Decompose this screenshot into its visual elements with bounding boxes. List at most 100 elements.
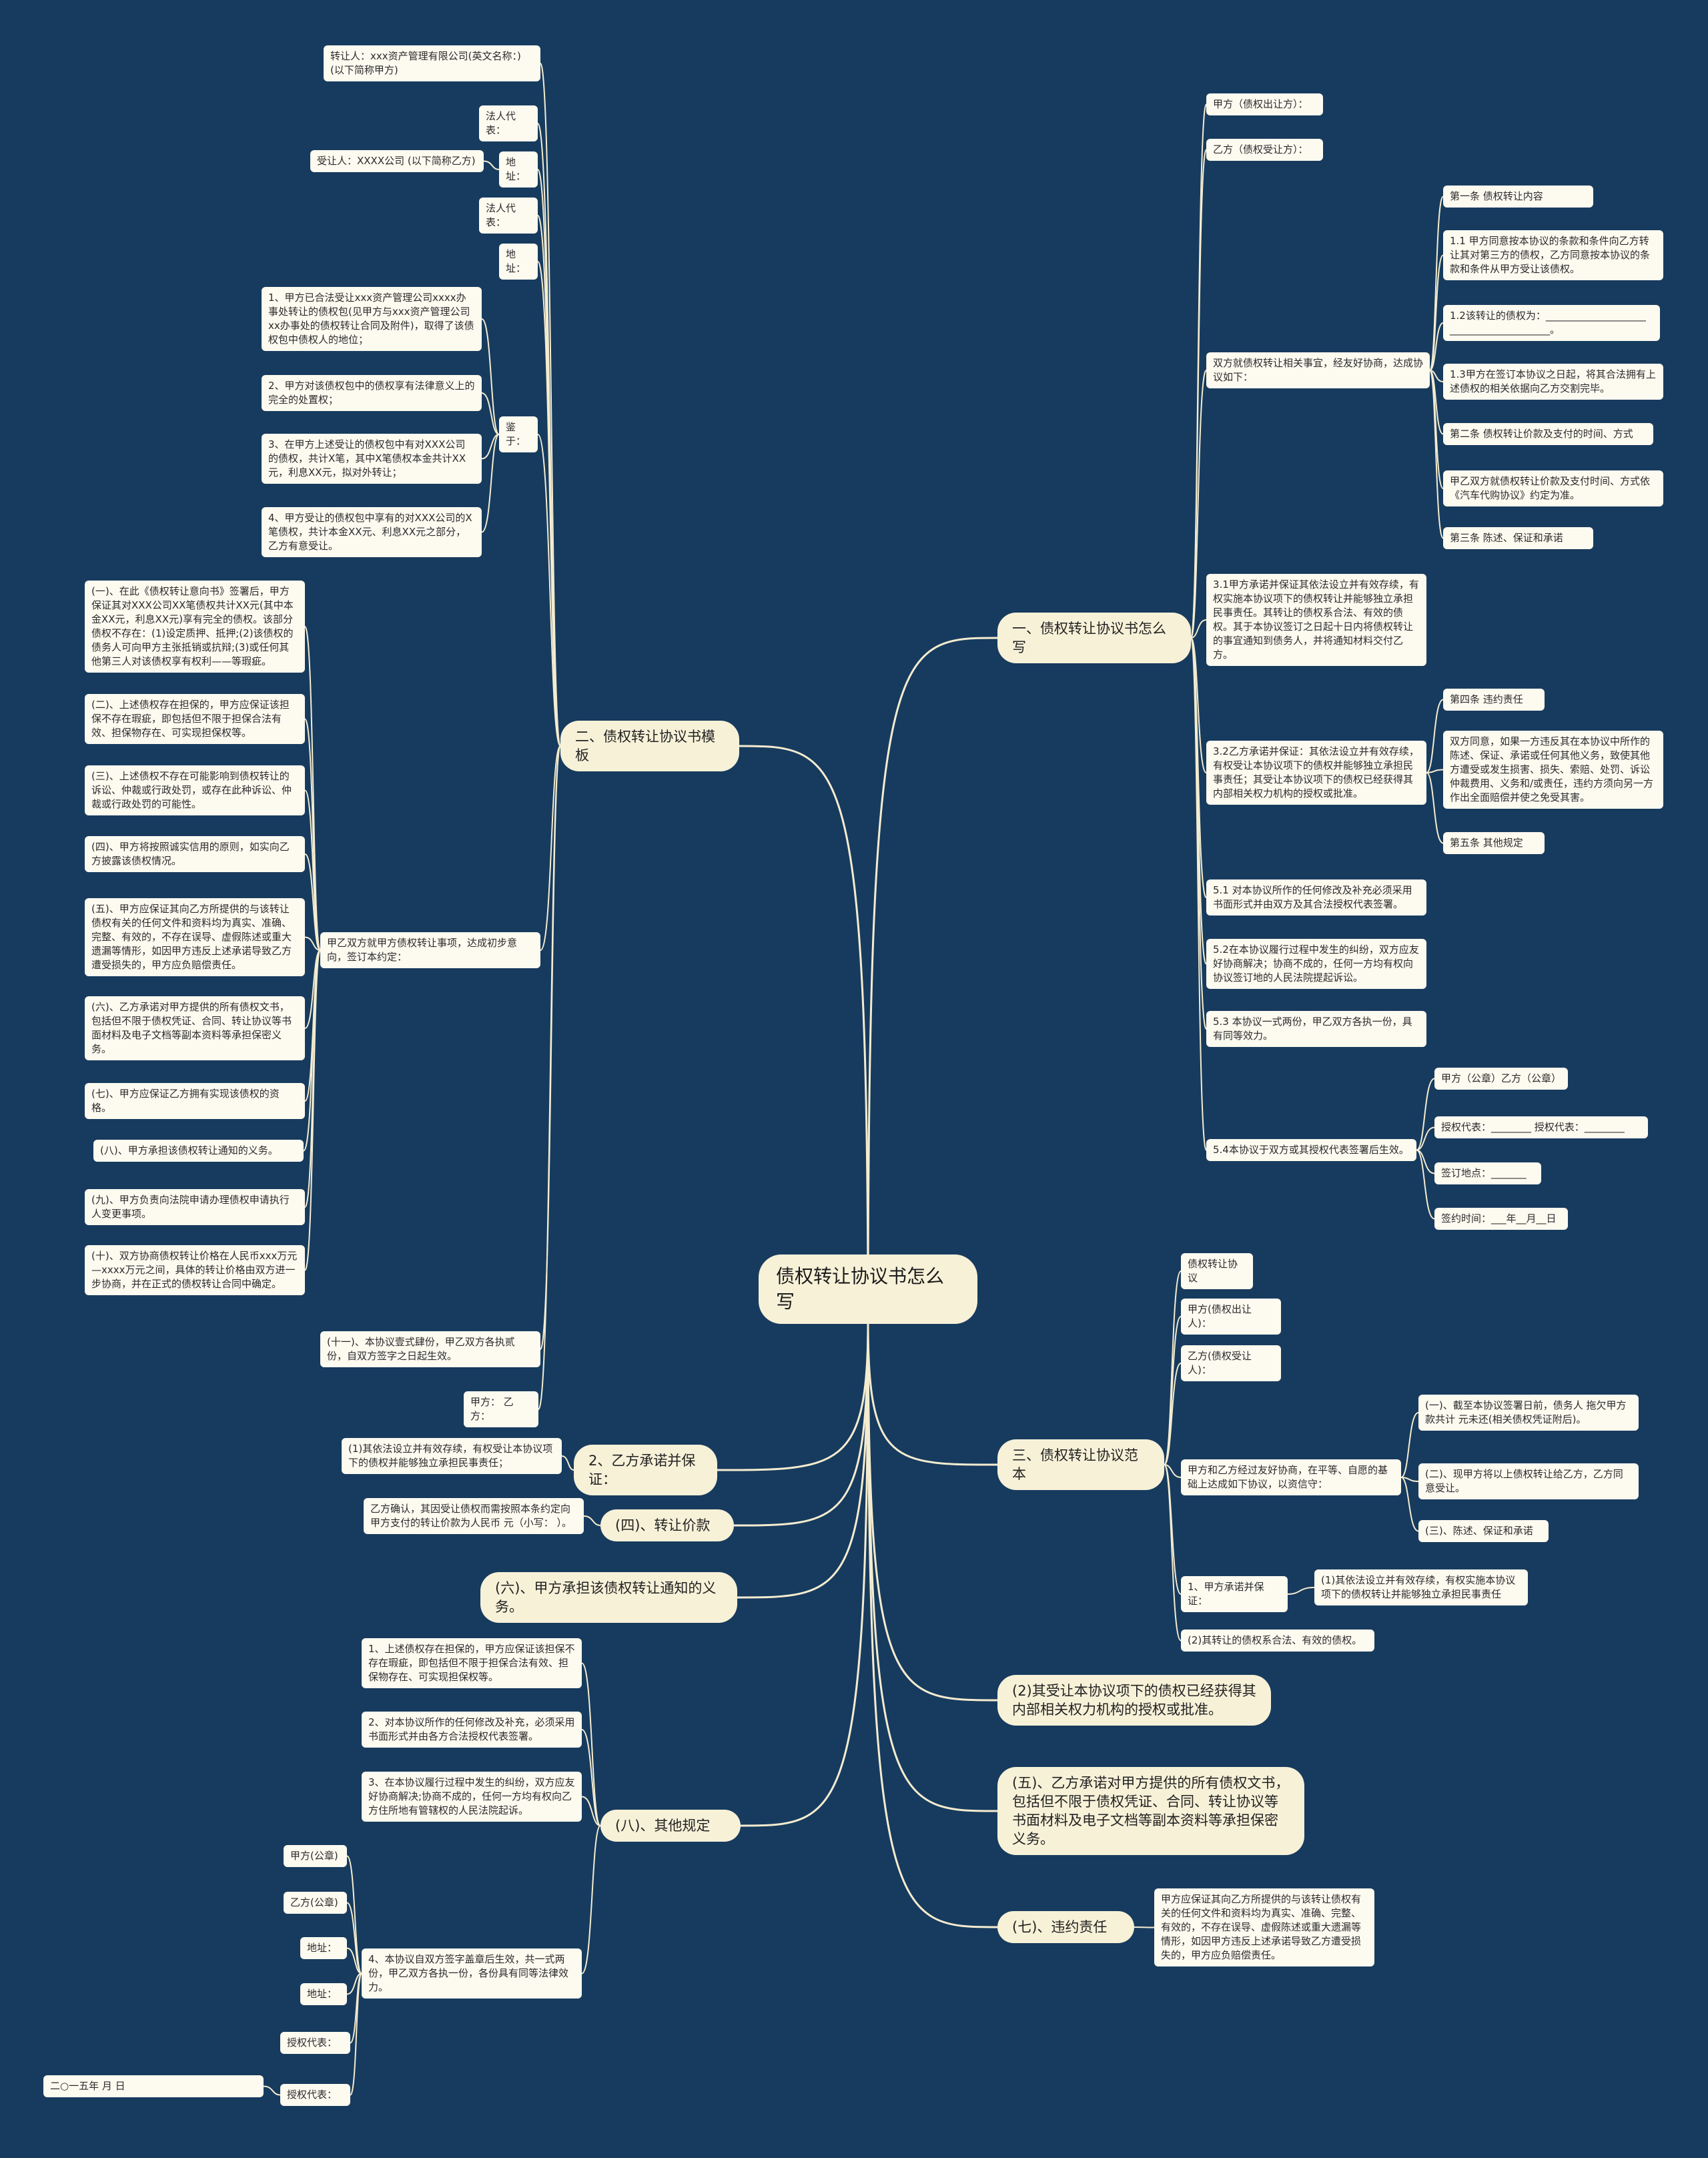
node-r1i3[interactable]: 签订地点：_______ <box>1434 1162 1541 1184</box>
connector-l2f3 <box>481 434 500 460</box>
node-r3c[interactable]: 乙方(债权受让人)： <box>1181 1345 1281 1381</box>
node-l2c1[interactable]: 受让人：XXXX公司 (以下简称乙方) <box>310 150 484 172</box>
node-r1d[interactable]: 3.1甲方承诺并保证其依法设立并有效存续，有权实施本协议项下的债权转让并能够独立… <box>1206 574 1426 666</box>
connector-lC <box>733 1323 869 1527</box>
node-l2c[interactable]: 地址： <box>499 151 538 188</box>
connector-l2g <box>540 745 561 951</box>
node-r1e1[interactable]: 第四条 违约责任 <box>1443 689 1545 711</box>
node-l2d[interactable]: 法人代表： <box>479 198 538 234</box>
node-lB1[interactable]: (1)其依法设立并有效存续，有权受让本协议项下的债权并能够独立承担民事责任； <box>342 1438 562 1474</box>
node-l2f2[interactable]: 2、甲方对该债权包中的债权享有法律意义上的完全的处置权； <box>262 375 482 411</box>
node-lE4f1[interactable]: 二○一五年 月 日 <box>43 2075 264 2097</box>
node-r3e1[interactable]: (1)其依法设立并有效存续，有权实施本协议项下的债权转让并能够独立承担民事责任 <box>1314 1569 1528 1605</box>
node-r3d[interactable]: 甲方和乙方经过友好协商，在平等、自愿的基础上达成如下协议，以资信守： <box>1181 1459 1401 1495</box>
connector-r1c <box>1190 370 1207 639</box>
node-r1c2[interactable]: 1.1 甲方同意按本协议的条款和条件向乙方转让其对第三方的债权，乙方同意按本协议… <box>1443 230 1663 280</box>
node-l2b[interactable]: 法人代表： <box>479 105 538 141</box>
node-r1i1[interactable]: 甲方（公章）乙方（公章） <box>1434 1068 1568 1090</box>
node-l2g2[interactable]: (二)、上述债权存在担保的，甲方应保证该担保不存在瑕疵，即包括但不限于担保合法有… <box>85 694 305 744</box>
node-r1c5[interactable]: 第二条 债权转让价款及支付的时间、方式 <box>1443 423 1653 445</box>
node-l2e[interactable]: 地址： <box>499 244 538 280</box>
connector-lE4b <box>346 1902 362 1974</box>
node-r1i4[interactable]: 签约时间：___年__月__日 <box>1434 1208 1568 1230</box>
node-rA[interactable]: (2)其受让本协议项下的债权已经获得其内部相关权力机构的授权或批准。 <box>997 1675 1271 1726</box>
node-r1[interactable]: 一、债权转让协议书怎么写 <box>997 613 1191 663</box>
node-r1c7[interactable]: 第三条 陈述、保证和承诺 <box>1443 527 1593 549</box>
node-l2g3[interactable]: (三)、上述债权不存在可能影响到债权转让的诉讼、仲裁或行政处罚，或存在此种诉讼、… <box>85 765 305 815</box>
node-l2g4[interactable]: (四)、甲方将按照诚实信用的原则，如实向乙方披露该债权情况。 <box>85 836 305 872</box>
connector-r1c2 <box>1429 254 1444 371</box>
node-r3[interactable]: 三、债权转让协议范本 <box>997 1439 1164 1490</box>
node-r3d1[interactable]: (一)、截至本协议签署日前，债务人 拖欠甲方 款共计 元未还(相关债权凭证附后)… <box>1418 1395 1639 1431</box>
node-r3d3[interactable]: (三)、陈述、保证和承诺 <box>1418 1520 1549 1542</box>
node-l2g5[interactable]: (五)、甲方应保证其向乙方所提供的与该转让债权有关的任何文件和资料均为真实、准确… <box>85 898 305 976</box>
node-r1g[interactable]: 5.2在本协议履行过程中发生的纠纷，双方应友好协商解决；协商不成的，任何一方均有… <box>1206 939 1426 989</box>
node-r1i2[interactable]: 授权代表：________ 授权代表：________ <box>1434 1116 1648 1138</box>
connector-l2f2 <box>481 392 500 435</box>
node-r1a[interactable]: 甲方（债权出让方）： <box>1206 93 1323 115</box>
node-lE4[interactable]: 4、本协议自双方签字盖章后生效，共一式两份，甲乙双方各执一份，各份具有同等法律效… <box>362 1948 582 1999</box>
node-l2g9[interactable]: (九)、甲方负责向法院申请办理债权申请执行人变更事项。 <box>85 1189 305 1225</box>
node-r3b[interactable]: 甲方(债权出让人)： <box>1181 1299 1281 1335</box>
node-l2g10[interactable]: (十)、双方协商债权转让价格在人民币xxx万元—xxxx万元之间，具体的转让价格… <box>85 1245 305 1295</box>
node-l2f3[interactable]: 3、在甲方上述受让的债权包中有对XXX公司的债权，共计X笔，其中X笔债权本金共计… <box>262 434 482 484</box>
node-l2g1[interactable]: (一)、在此《债权转让意向书》签署后，甲方保证其对XXX公司XX笔债权共计XX元… <box>85 581 305 673</box>
connector-lE4a <box>346 1855 362 1974</box>
node-l2g8[interactable]: (八)、甲方承担该债权转让通知的义务。 <box>93 1140 304 1162</box>
connector-lE4f <box>350 1972 362 2096</box>
connector-r3c <box>1164 1363 1182 1465</box>
node-r1f[interactable]: 5.1 对本协议所作的任何修改及补充必须采用书面形式并由双方及其合法授权代表签署… <box>1206 879 1426 916</box>
node-l2f1[interactable]: 1、甲方已合法受让xxx资产管理公司xxxx办事处转让的债权包(见甲方与xxx资… <box>262 287 482 351</box>
node-lE4f[interactable]: 授权代表： <box>280 2084 350 2106</box>
node-r1c[interactable]: 双方就债权转让相关事宜，经友好协商，达成协议如下： <box>1206 352 1430 388</box>
node-l2g6[interactable]: (六)、乙方承诺对甲方提供的所有债权文书，包括但不限于债权凭证、合同、转让协议等… <box>85 996 305 1060</box>
connector-lE4 <box>581 1825 601 1974</box>
node-lE4b[interactable]: 乙方(公章) <box>284 1892 347 1914</box>
node-r1h[interactable]: 5.3 本协议一式两份，甲乙双方各执一份，具有同等效力。 <box>1206 1011 1426 1047</box>
node-r1i[interactable]: 5.4本协议于双方或其授权代表签署后生效。 <box>1206 1139 1416 1161</box>
node-r1b[interactable]: 乙方（债权受让方）： <box>1206 139 1323 161</box>
node-l2[interactable]: 二、债权转让协议书模板 <box>560 721 739 771</box>
node-lD[interactable]: (六)、甲方承担该债权转让通知的义务。 <box>480 1572 737 1623</box>
connector-l2g4 <box>304 853 321 951</box>
node-l2a[interactable]: 转让人：xxx资产管理有限公司(英文名称：)(以下简称甲方) <box>324 45 540 81</box>
node-r1c1[interactable]: 第一条 债权转让内容 <box>1443 186 1593 208</box>
node-r3e[interactable]: 1、甲方承诺并保证： <box>1181 1576 1288 1612</box>
connector-l2c1 <box>483 160 500 170</box>
node-r3f[interactable]: (2)其转让的债权系合法、有效的债权。 <box>1181 1630 1374 1652</box>
node-r1e3[interactable]: 第五条 其他规定 <box>1443 832 1545 854</box>
node-lE4a[interactable]: 甲方(公章) <box>284 1845 347 1867</box>
connector-l2g10 <box>304 950 321 1271</box>
node-l2g7[interactable]: (七)、甲方应保证乙方拥有实现该债权的资格。 <box>85 1083 305 1119</box>
node-r1e2[interactable]: 双方同意，如果一方违反其在本协议中所作的陈述、保证、承诺或任何其他义务，致使其他… <box>1443 731 1663 809</box>
node-l2g[interactable]: 甲乙双方就甲方债权转让事项，达成初步意向，签订本约定： <box>320 932 540 968</box>
node-lE[interactable]: (八)、其他规定 <box>600 1810 741 1842</box>
node-lE3[interactable]: 3、在本协议履行过程中发生的纠纷，双方应友好协商解决;协商不成的，任何一方均有权… <box>362 1772 582 1822</box>
root-node[interactable]: 债权转让协议书怎么写 <box>759 1254 977 1324</box>
node-r1e[interactable]: 3.2乙方承诺并保证：其依法设立并有效存续，有权受让本协议项下的债权并能够独立承… <box>1206 741 1426 805</box>
node-lC1[interactable]: 乙方确认，其因受让债权而需按照本条约定向甲方支付的转让价款为人民币 元（小写： … <box>364 1498 584 1534</box>
node-r7[interactable]: (七)、违约责任 <box>997 1911 1134 1943</box>
node-lE4e[interactable]: 授权代表： <box>280 2032 350 2054</box>
node-lE2[interactable]: 2、对本协议所作的任何修改及补充，必须采用书面形式并由各方合法授权代表签署。 <box>362 1712 582 1748</box>
node-l2i[interactable]: 甲方： 乙方： <box>464 1391 538 1427</box>
connector-r7a <box>1134 1926 1155 1928</box>
node-r1c4[interactable]: 1.3甲方在签订本协议之日起，将其合法拥有上述债权的相关依据向乙方交割完毕。 <box>1443 364 1663 400</box>
node-lC[interactable]: (四)、转让价款 <box>600 1509 734 1541</box>
node-l2f[interactable]: 鉴于： <box>499 416 538 452</box>
node-lE4c[interactable]: 地址： <box>300 1937 347 1959</box>
node-r7a[interactable]: 甲方应保证其向乙方所提供的与该转让债权有关的任何文件和资料均为真实、准确、完整、… <box>1154 1888 1374 1966</box>
node-lE4d[interactable]: 地址： <box>300 1983 347 2005</box>
node-r3d2[interactable]: (二)、现甲方将以上债权转让给乙方，乙方同意受让。 <box>1418 1463 1639 1499</box>
node-rB[interactable]: (五)、乙方承诺对甲方提供的所有债权文书，包括但不限于债权凭证、合同、转让协议等… <box>997 1767 1304 1855</box>
node-lE1[interactable]: 1、上述债权存在担保的，甲方应保证该担保不存在瑕疵，即包括但不限于担保合法有效、… <box>362 1638 582 1688</box>
node-l2h[interactable]: (十一)、本协议壹式肆份，甲乙双方各执贰份，自双方签字之日起生效。 <box>320 1331 540 1367</box>
node-r1c3[interactable]: 1.2该转让的债权为：____________________ ________… <box>1443 305 1660 341</box>
connector-lE4d <box>346 1972 362 1995</box>
node-lB[interactable]: 2、乙方承诺并保证： <box>574 1445 717 1495</box>
node-r1c6[interactable]: 甲乙双方就债权转让价款及支付时间、方式依《汽车代购协议》约定为准。 <box>1443 470 1663 506</box>
node-r3a[interactable]: 债权转让协议 <box>1181 1253 1253 1289</box>
connector-lE4c <box>346 1947 362 1974</box>
connector-l2i <box>538 745 561 1410</box>
node-l2f4[interactable]: 4、甲方受让的债权包中享有的对XXX公司的X笔债权，共计本金XX元、利息XX元之… <box>262 507 482 557</box>
